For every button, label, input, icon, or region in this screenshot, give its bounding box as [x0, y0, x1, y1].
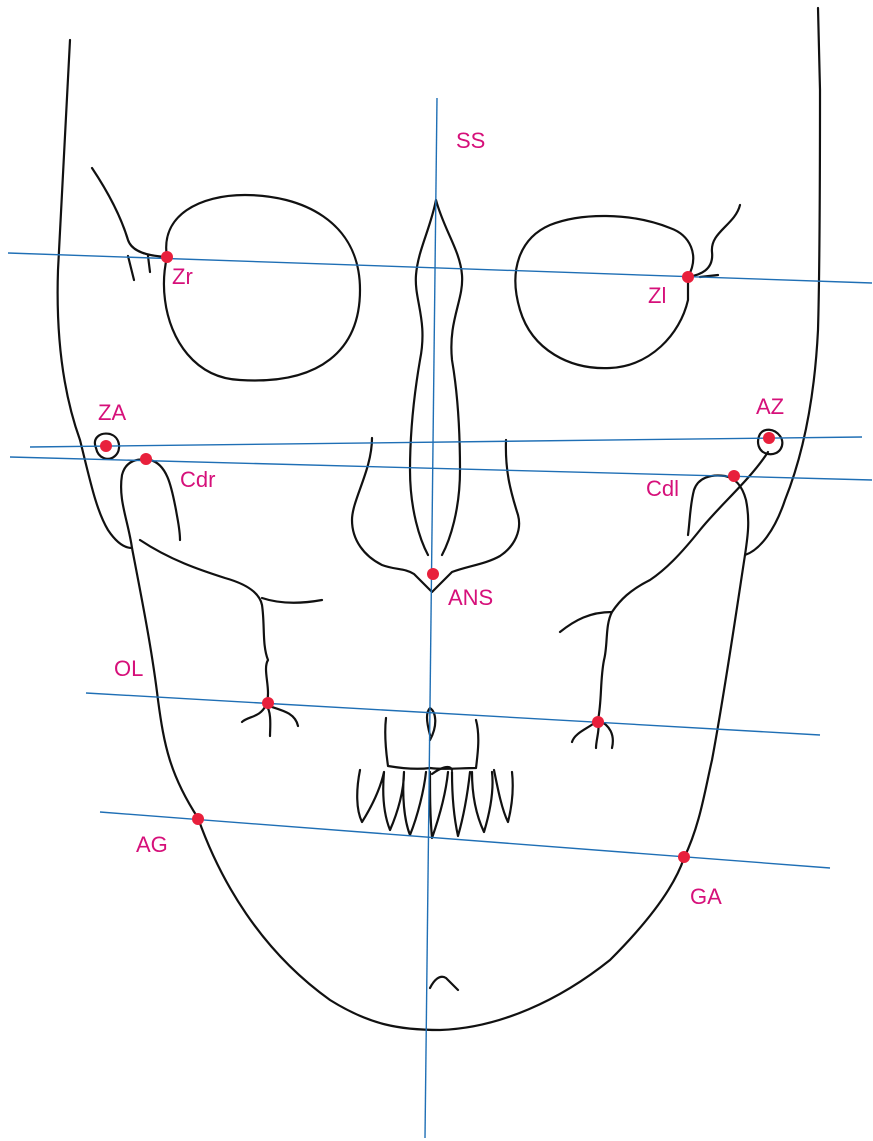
- label-cdr: Cdr: [180, 467, 215, 492]
- label-ga: GA: [690, 884, 722, 909]
- landmark-labels: SS Zr Zl ZA AZ Cdr Cdl ANS OL AG GA: [98, 128, 784, 909]
- skull-left-contour: [58, 8, 820, 1030]
- left-maxilla-line: [140, 540, 322, 736]
- label-ag: AG: [136, 832, 168, 857]
- landmark-cdl: [728, 470, 740, 482]
- landmark-zr: [161, 251, 173, 263]
- label-az: AZ: [756, 394, 784, 419]
- left-frontal-suture: [92, 168, 167, 280]
- label-ol: OL: [114, 656, 143, 681]
- landmark-az: [763, 432, 775, 444]
- orbital-line: [8, 253, 872, 283]
- upper-incisors: [385, 708, 478, 769]
- landmark-za: [100, 440, 112, 452]
- label-ss: SS: [456, 128, 485, 153]
- left-orbit: [164, 195, 360, 380]
- lower-teeth: [357, 770, 513, 838]
- nasal-bridge: [410, 200, 462, 555]
- midsagittal-line: [425, 98, 437, 1138]
- landmark-ol-right: [262, 697, 274, 709]
- label-ans: ANS: [448, 585, 493, 610]
- zygomatic-arch-line: [30, 437, 862, 447]
- landmark-ga: [678, 851, 690, 863]
- right-orbit: [515, 216, 693, 368]
- landmark-zl: [682, 271, 694, 283]
- label-za: ZA: [98, 400, 126, 425]
- reference-lines: [8, 98, 872, 1138]
- label-cdl: Cdl: [646, 476, 679, 501]
- label-zl: Zl: [648, 283, 666, 308]
- left-condyle: [121, 459, 180, 548]
- landmark-ag: [192, 813, 204, 825]
- antegonial-line: [100, 812, 830, 868]
- landmark-cdr: [140, 453, 152, 465]
- skull-outline: [58, 8, 820, 1030]
- condylar-line: [10, 457, 872, 480]
- landmark-ol-left: [592, 716, 604, 728]
- landmark-ans: [427, 568, 439, 580]
- occlusal-line: [86, 693, 820, 735]
- label-zr: Zr: [172, 264, 193, 289]
- right-frontal-suture: [688, 205, 740, 277]
